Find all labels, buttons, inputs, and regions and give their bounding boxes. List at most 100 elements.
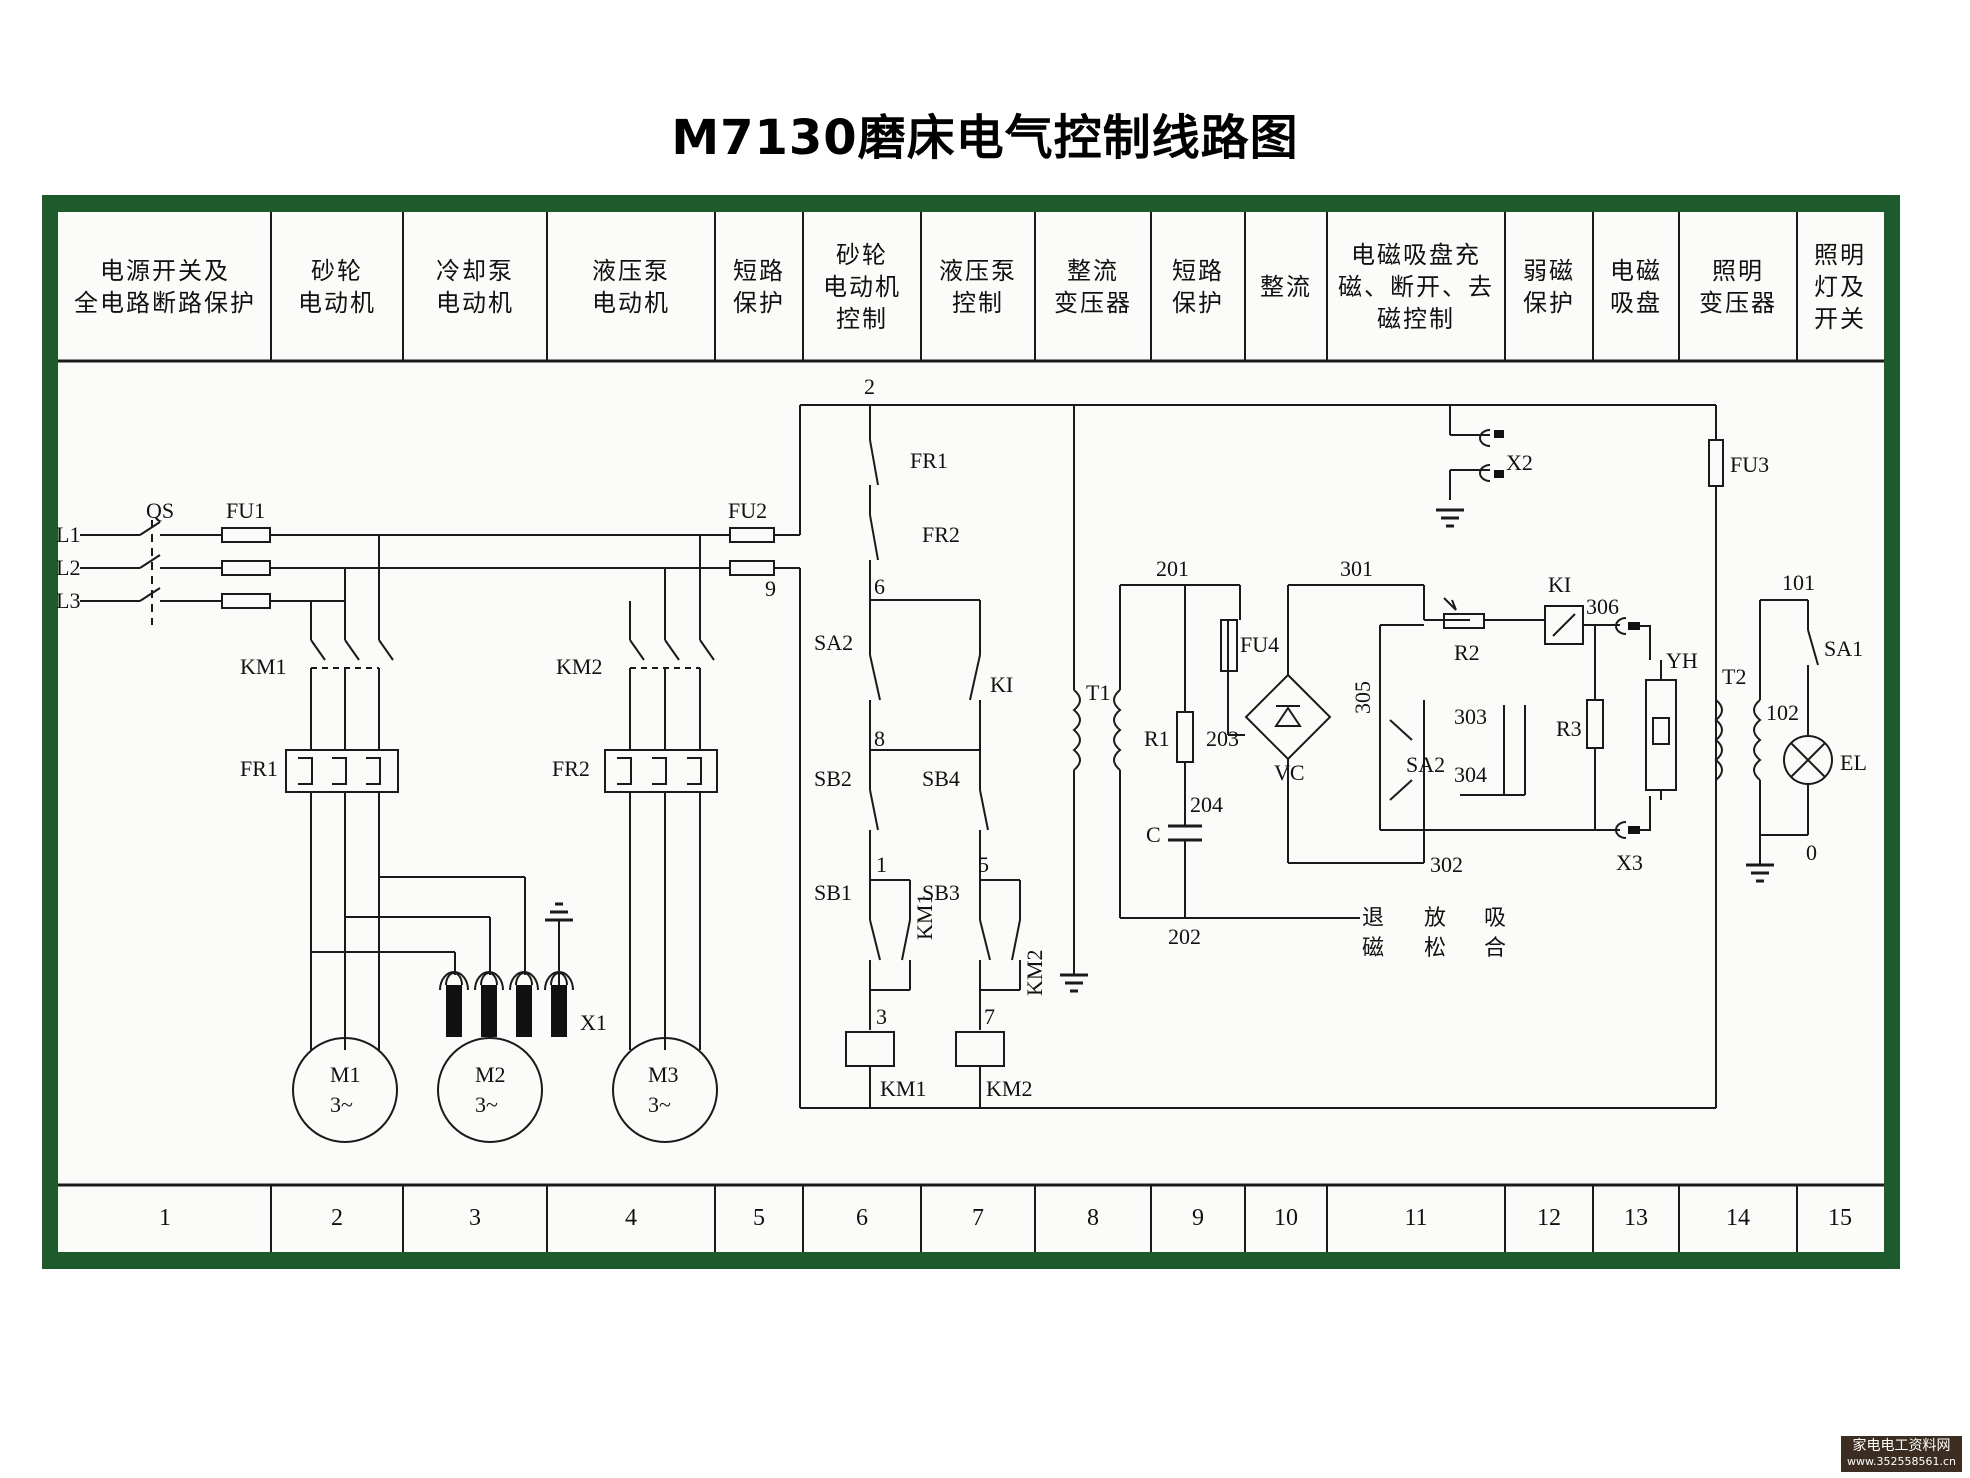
column-number-5: 5 <box>753 1204 765 1231</box>
label-FR1: FR1 <box>240 756 278 781</box>
label-X3: X3 <box>1616 850 1643 875</box>
label-R3: R3 <box>1556 716 1582 741</box>
label-node-301: 301 <box>1340 556 1373 581</box>
label-KM2-aux: KM2 <box>1022 949 1047 996</box>
label-FR2: FR2 <box>552 756 590 781</box>
header-14: 照明 变压器 <box>1699 257 1777 317</box>
label-he: 合 <box>1484 935 1507 960</box>
header-7: 液压泵 控制 <box>939 257 1017 317</box>
label-X2: X2 <box>1506 450 1533 475</box>
label-node-202: 202 <box>1168 924 1201 949</box>
label-node-1: 1 <box>876 852 887 877</box>
header-15: 照明 灯及 开关 <box>1814 241 1866 333</box>
label-KM1-coil: KM1 <box>880 1076 927 1101</box>
header-8: 整流 变压器 <box>1054 257 1132 317</box>
column-number-11: 11 <box>1404 1204 1428 1231</box>
header-4: 液压泵 电动机 <box>592 257 670 317</box>
label-node-101: 101 <box>1782 570 1815 595</box>
label-M1-ac: 3~ <box>330 1092 353 1117</box>
column-number-10: 10 <box>1274 1204 1298 1231</box>
header-12: 弱磁 保护 <box>1523 257 1575 317</box>
header-13: 电磁 吸盘 <box>1610 257 1662 317</box>
label-M1: M1 <box>330 1062 361 1087</box>
header-5: 短路 保护 <box>733 257 785 317</box>
label-M2: M2 <box>475 1062 506 1087</box>
label-node-3: 3 <box>876 1004 887 1029</box>
label-KM1-aux: KM1 <box>912 893 937 940</box>
column-number-15: 15 <box>1828 1204 1852 1231</box>
column-number-4: 4 <box>625 1204 637 1231</box>
column-number-9: 9 <box>1192 1204 1204 1231</box>
label-node-2: 2 <box>864 374 875 399</box>
watermark: 家电电工资料网 www.352558561.cn <box>1841 1436 1962 1472</box>
label-FU1: FU1 <box>226 498 266 523</box>
header-3: 冷却泵 电动机 <box>436 257 514 317</box>
label-node-102: 102 <box>1766 700 1799 725</box>
label-R2: R2 <box>1454 640 1480 665</box>
watermark-url: www.352558561.cn <box>1847 1455 1956 1468</box>
label-M3-ac: 3~ <box>648 1092 671 1117</box>
label-SB3: SB3 <box>922 880 960 905</box>
label-node-9: 9 <box>765 576 776 601</box>
label-C: C <box>1146 822 1161 847</box>
label-FU4: FU4 <box>1240 632 1280 657</box>
column-number-2: 2 <box>331 1204 343 1231</box>
label-node-6: 6 <box>874 574 885 599</box>
label-FU2: FU2 <box>728 498 768 523</box>
column-number-12: 12 <box>1537 1204 1561 1231</box>
label-node-302: 302 <box>1430 852 1463 877</box>
label-T2: T2 <box>1722 664 1747 689</box>
label-M2-ac: 3~ <box>475 1092 498 1117</box>
label-SB2: SB2 <box>814 766 852 791</box>
label-KM2: KM2 <box>556 654 603 679</box>
label-KI: KI <box>990 672 1014 697</box>
label-node-304: 304 <box>1454 762 1487 787</box>
label-KI-coil: KI <box>1548 572 1572 597</box>
label-node-203: 203 <box>1206 726 1239 751</box>
column-number-3: 3 <box>469 1204 481 1231</box>
label-T1: T1 <box>1086 680 1111 705</box>
label-node-305: 305 <box>1350 681 1375 714</box>
label-FR2-contact: FR2 <box>922 522 960 547</box>
column-number-8: 8 <box>1087 1204 1099 1231</box>
label-node-5: 5 <box>978 852 989 877</box>
label-QS: QS <box>146 498 175 523</box>
header-1: 电源开关及 全电路断路保护 <box>74 257 256 317</box>
label-VC: VC <box>1274 760 1305 785</box>
label-EL: EL <box>1840 750 1867 775</box>
header-9: 短路 保护 <box>1172 257 1224 317</box>
label-L1: L1 <box>56 522 81 547</box>
column-number-14: 14 <box>1726 1204 1750 1231</box>
label-fang: 放 <box>1424 905 1447 930</box>
header-11: 电磁吸盘充 磁、断开、去 磁控制 <box>1338 241 1494 333</box>
label-FR1-contact: FR1 <box>910 448 948 473</box>
label-song: 松 <box>1424 935 1447 960</box>
label-node-7: 7 <box>984 1004 995 1029</box>
watermark-name: 家电电工资料网 <box>1852 1438 1951 1454</box>
label-KM2-coil: KM2 <box>986 1076 1033 1101</box>
label-KM1: KM1 <box>240 654 287 679</box>
label-node-303: 303 <box>1454 704 1487 729</box>
page-title: M7130磨床电气控制线路图 <box>671 110 1299 166</box>
header-6: 砂轮 电动机 控制 <box>823 241 901 333</box>
label-SA1: SA1 <box>1824 636 1864 661</box>
label-node-0: 0 <box>1806 840 1817 865</box>
label-tui: 退 <box>1362 905 1385 930</box>
label-SB1: SB1 <box>814 880 852 905</box>
column-number-13: 13 <box>1624 1204 1648 1231</box>
label-SB4: SB4 <box>922 766 960 791</box>
column-number-7: 7 <box>972 1204 984 1231</box>
label-SA2-switch: SA2 <box>1406 752 1446 777</box>
label-L3: L3 <box>56 588 81 613</box>
column-number-1: 1 <box>159 1204 171 1231</box>
label-M3: M3 <box>648 1062 679 1087</box>
label-FU3: FU3 <box>1730 452 1770 477</box>
label-node-204: 204 <box>1190 792 1223 817</box>
label-ci: 磁 <box>1362 935 1385 960</box>
header-2: 砂轮 电动机 <box>298 257 376 317</box>
label-node-201: 201 <box>1156 556 1189 581</box>
header-10: 整流 <box>1260 273 1312 301</box>
label-R1: R1 <box>1144 726 1170 751</box>
label-SA2: SA2 <box>814 630 854 655</box>
